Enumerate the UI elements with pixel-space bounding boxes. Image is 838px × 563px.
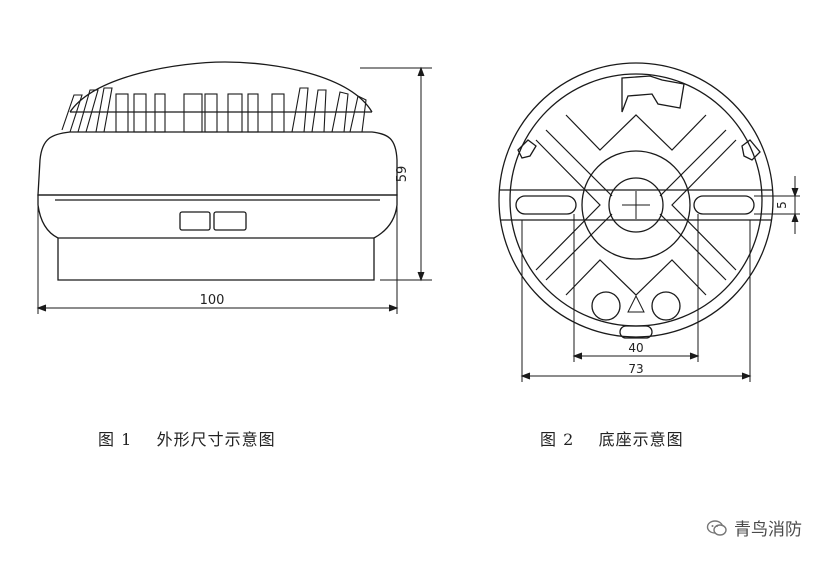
height-dimension: [360, 66, 432, 282]
watermark: 青鸟消防: [706, 515, 802, 540]
terminal-hole-left: [591, 291, 621, 321]
inner-dimension: [572, 214, 700, 362]
terminal-hole-right: [651, 291, 681, 321]
detector-lower-body: [37, 194, 398, 281]
indicator-window-left: [179, 211, 211, 231]
outer-dimension-label: 73: [628, 362, 643, 376]
wechat-icon: [706, 517, 728, 539]
inner-dimension-label: 40: [628, 341, 643, 355]
figure-2-caption: 图 2 底座示意图: [540, 430, 684, 449]
slot-dimension: [754, 176, 800, 234]
outer-dimension: [520, 220, 752, 382]
detector-side-view: [36, 61, 432, 314]
watermark-text: 青鸟消防: [734, 520, 802, 540]
base-hub-outer: [581, 150, 691, 260]
base-clip-right: [741, 139, 761, 161]
base-top-view: [498, 62, 800, 382]
detector-dome: [69, 61, 373, 113]
base-ribs: [535, 114, 737, 296]
width-dimension-label: 100: [200, 293, 225, 308]
indicator-window-right: [213, 211, 247, 231]
base-outer-ring: [498, 62, 774, 338]
slot-dimension-label: 5: [775, 201, 789, 209]
height-dimension-label: 59: [395, 166, 410, 183]
base-hub-inner: [608, 177, 664, 233]
base-top-tab: [621, 75, 685, 113]
base-clip-left: [517, 139, 537, 159]
figure-1-caption: 图 1 外形尺寸示意图: [98, 430, 276, 449]
detector-upper-body: [37, 131, 398, 196]
marking-symbol: [627, 294, 645, 313]
vent-fins: [61, 87, 367, 133]
mounting-slot-left: [515, 195, 577, 215]
width-dimension: [36, 200, 399, 314]
mounting-slot-right: [693, 195, 755, 215]
base-bottom-tab: [619, 325, 653, 339]
